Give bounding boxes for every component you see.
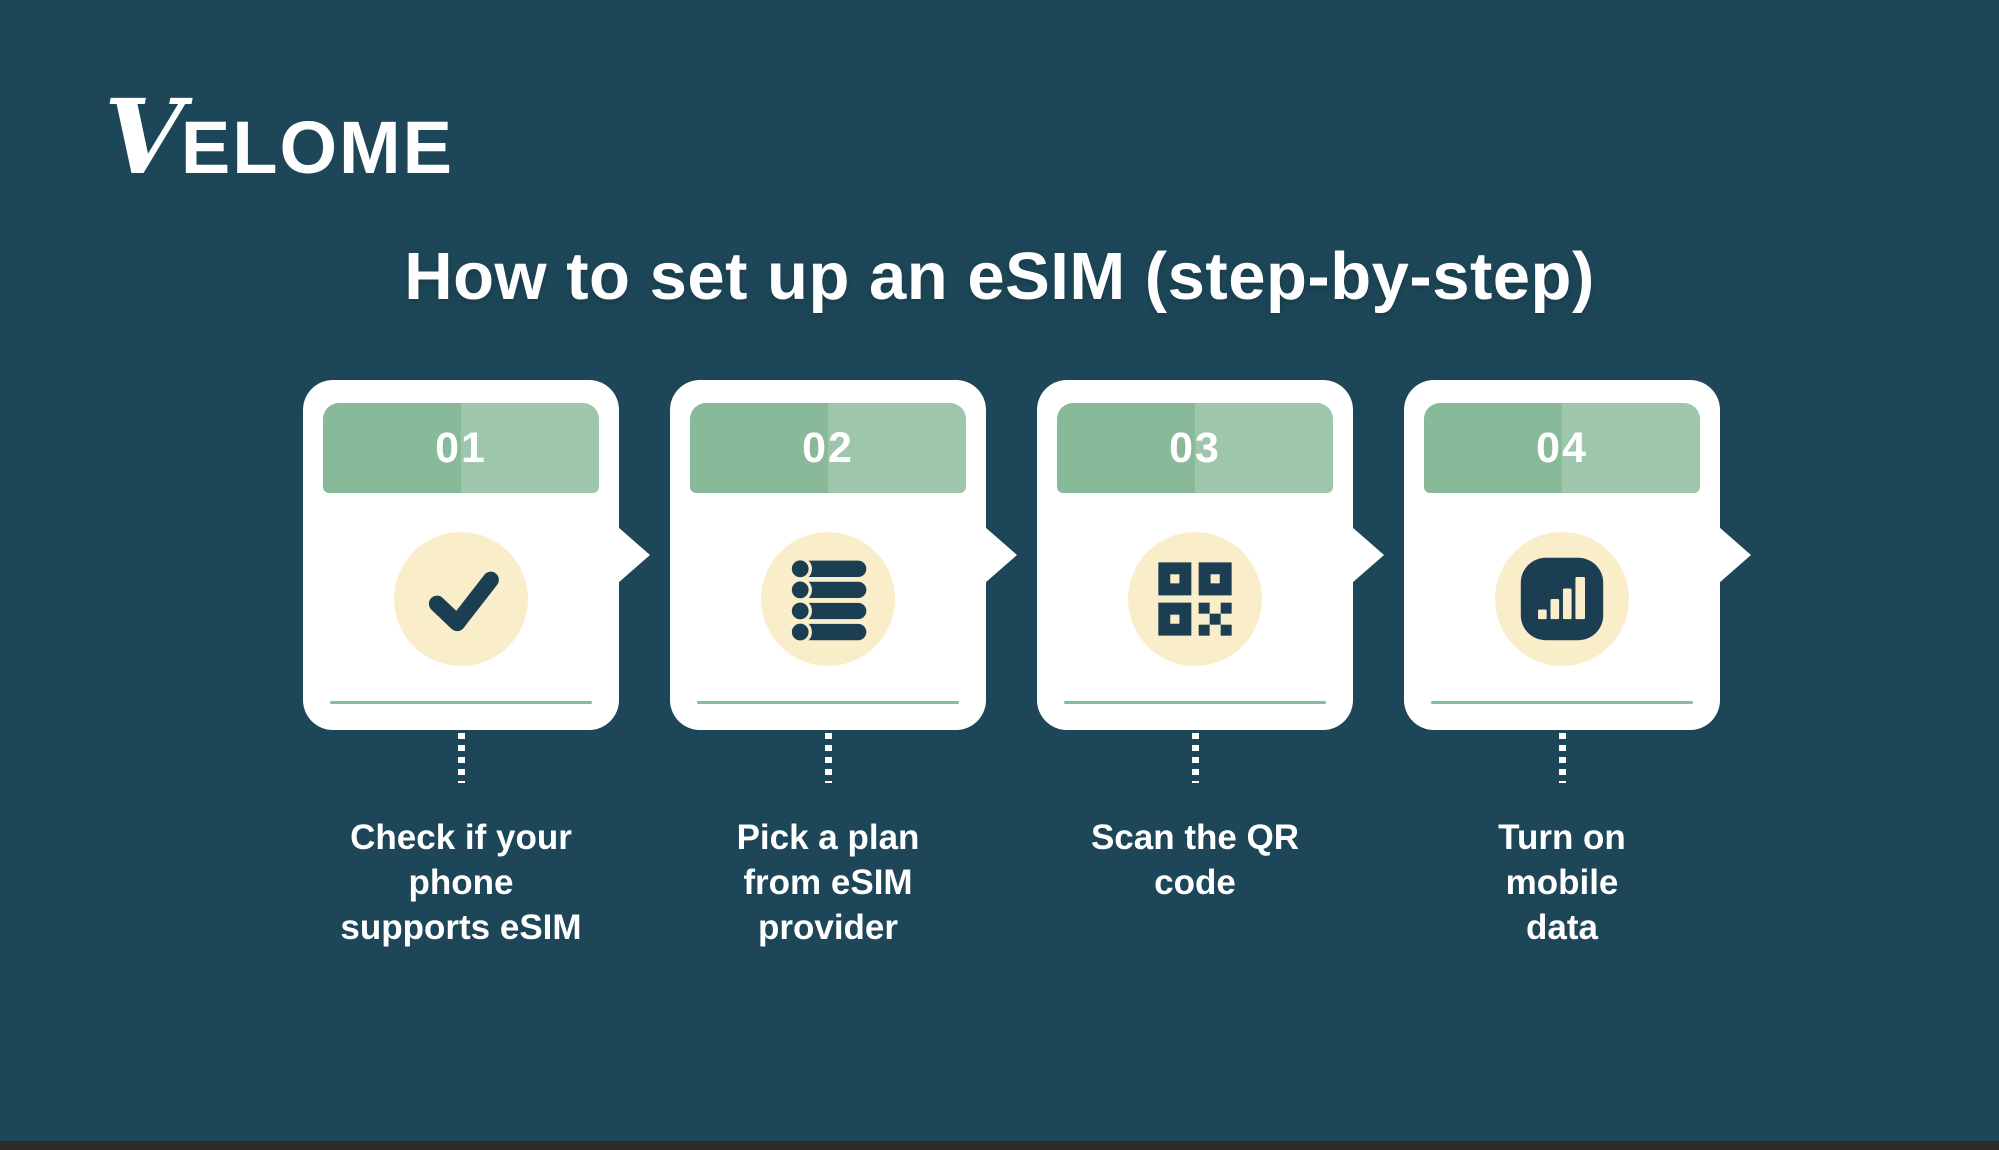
icon-circle xyxy=(394,532,528,666)
step-label: Pick a plan from eSIM provider xyxy=(736,818,920,947)
dotted-connector xyxy=(1558,733,1566,783)
step-column-3: 03 xyxy=(1037,380,1384,950)
card-tail-right xyxy=(618,527,650,583)
step-number-header: 02 xyxy=(690,403,966,493)
brand-logo-initial: V xyxy=(104,77,184,198)
step-label: Scan the QR code xyxy=(1090,818,1300,902)
dotted-connector xyxy=(1191,733,1199,783)
card-underline xyxy=(1064,701,1326,704)
step-number-header: 01 xyxy=(323,403,599,493)
list-icon xyxy=(782,553,874,645)
check-icon xyxy=(415,553,507,645)
step-card-2: 02 xyxy=(670,380,1017,730)
bottom-edge-bar xyxy=(0,1141,1999,1150)
step-card-3: 03 xyxy=(1037,380,1384,730)
step-number: 04 xyxy=(1536,423,1588,472)
step-card-4: 04 xyxy=(1404,380,1751,730)
page-title: How to set up an eSIM (step-by-step) xyxy=(404,239,1595,314)
card-tail-right xyxy=(985,527,1017,583)
card-tail-right xyxy=(1719,527,1751,583)
card-underline xyxy=(1431,701,1693,704)
step-number: 03 xyxy=(1169,423,1221,472)
step-card-1: 01 xyxy=(303,380,650,730)
qr-code-icon xyxy=(1151,555,1239,643)
icon-circle xyxy=(761,532,895,666)
dotted-connector xyxy=(457,733,465,783)
step-column-4: 04 xyxy=(1404,380,1751,950)
step-number: 01 xyxy=(435,423,487,472)
card-underline xyxy=(697,701,959,704)
icon-circle xyxy=(1495,532,1629,666)
card-underline xyxy=(330,701,592,704)
step-number: 02 xyxy=(802,423,854,472)
step-column-1: 01 Check if your phone supports eSIM xyxy=(303,380,650,950)
step-number-header: 03 xyxy=(1057,403,1333,493)
brand-logo-rest: ELOME xyxy=(180,106,455,189)
icon-circle xyxy=(1128,532,1262,666)
dotted-connector xyxy=(824,733,832,783)
step-column-2: 02 xyxy=(670,380,1017,950)
card-tail-right xyxy=(1352,527,1384,583)
step-number-header: 04 xyxy=(1424,403,1700,493)
steps-row: 01 Check if your phone supports eSIM xyxy=(303,380,1751,950)
step-label: Check if your phone supports eSIM xyxy=(340,818,582,947)
signal-bars-icon xyxy=(1516,553,1608,645)
step-label: Turn on mobile data xyxy=(1498,818,1626,947)
